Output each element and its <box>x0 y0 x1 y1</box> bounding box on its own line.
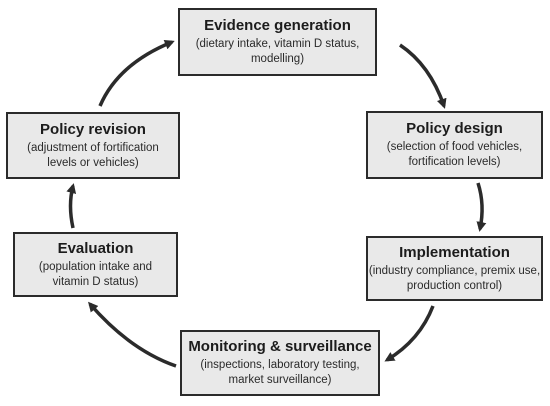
node-description-line: (population intake and <box>38 260 153 273</box>
node-description-line: (inspections, laboratory testing, <box>200 359 360 371</box>
node-monitoring-surveillance: Monitoring & surveillance (inspections, … <box>180 330 380 396</box>
node-evidence-generation: Evidence generation (dietary intake, vit… <box>178 8 377 76</box>
node-title: Evidence generation <box>204 17 351 34</box>
arrow-revision-to-evidence <box>98 40 175 107</box>
arrow-evidence-to-design <box>399 43 447 109</box>
node-description: (dietary intake, vitamin D status, model… <box>196 37 360 67</box>
node-description-line: (dietary intake, vitamin D status, <box>195 38 360 50</box>
node-description: (inspections, laboratory testing, market… <box>200 358 359 388</box>
arrow-design-to-implementation <box>476 182 487 232</box>
arrow-implementation-to-monitoring <box>384 305 435 362</box>
node-evaluation: Evaluation (population intake and vitami… <box>13 232 178 297</box>
node-title: Policy design <box>406 120 503 137</box>
arrow-monitoring-to-evaluation <box>88 301 177 368</box>
node-title: Implementation <box>399 243 510 261</box>
node-title: Evaluation <box>57 239 134 257</box>
node-description-line: levels or vehicles) <box>47 156 139 169</box>
node-description-line: vitamin D status) <box>52 275 139 288</box>
node-description-line: market surveillance) <box>228 374 332 386</box>
node-policy-revision: Policy revision (adjustment of fortifica… <box>6 112 180 179</box>
node-description-line: (industry compliance, premix use, <box>368 264 541 277</box>
node-title: Policy revision <box>40 120 146 138</box>
node-policy-design: Policy design (selection of food vehicle… <box>366 111 543 179</box>
node-description-line: modelling) <box>250 53 305 65</box>
node-description-line: production control) <box>406 279 503 292</box>
node-description-line: fortification levels) <box>408 156 501 168</box>
node-description-line: (adjustment of fortification <box>27 141 159 154</box>
node-implementation: Implementation (industry compliance, pre… <box>366 236 543 301</box>
arrow-evaluation-to-revision <box>66 183 77 229</box>
node-description: (selection of food vehicles, fortificati… <box>387 140 523 170</box>
node-title: Monitoring & surveillance <box>188 338 372 355</box>
node-description: (industry compliance, premix use, produc… <box>369 264 540 294</box>
node-description: (adjustment of fortification levels or v… <box>27 141 159 171</box>
node-description: (population intake and vitamin D status) <box>39 260 152 290</box>
node-description-line: (selection of food vehicles, <box>386 141 523 153</box>
